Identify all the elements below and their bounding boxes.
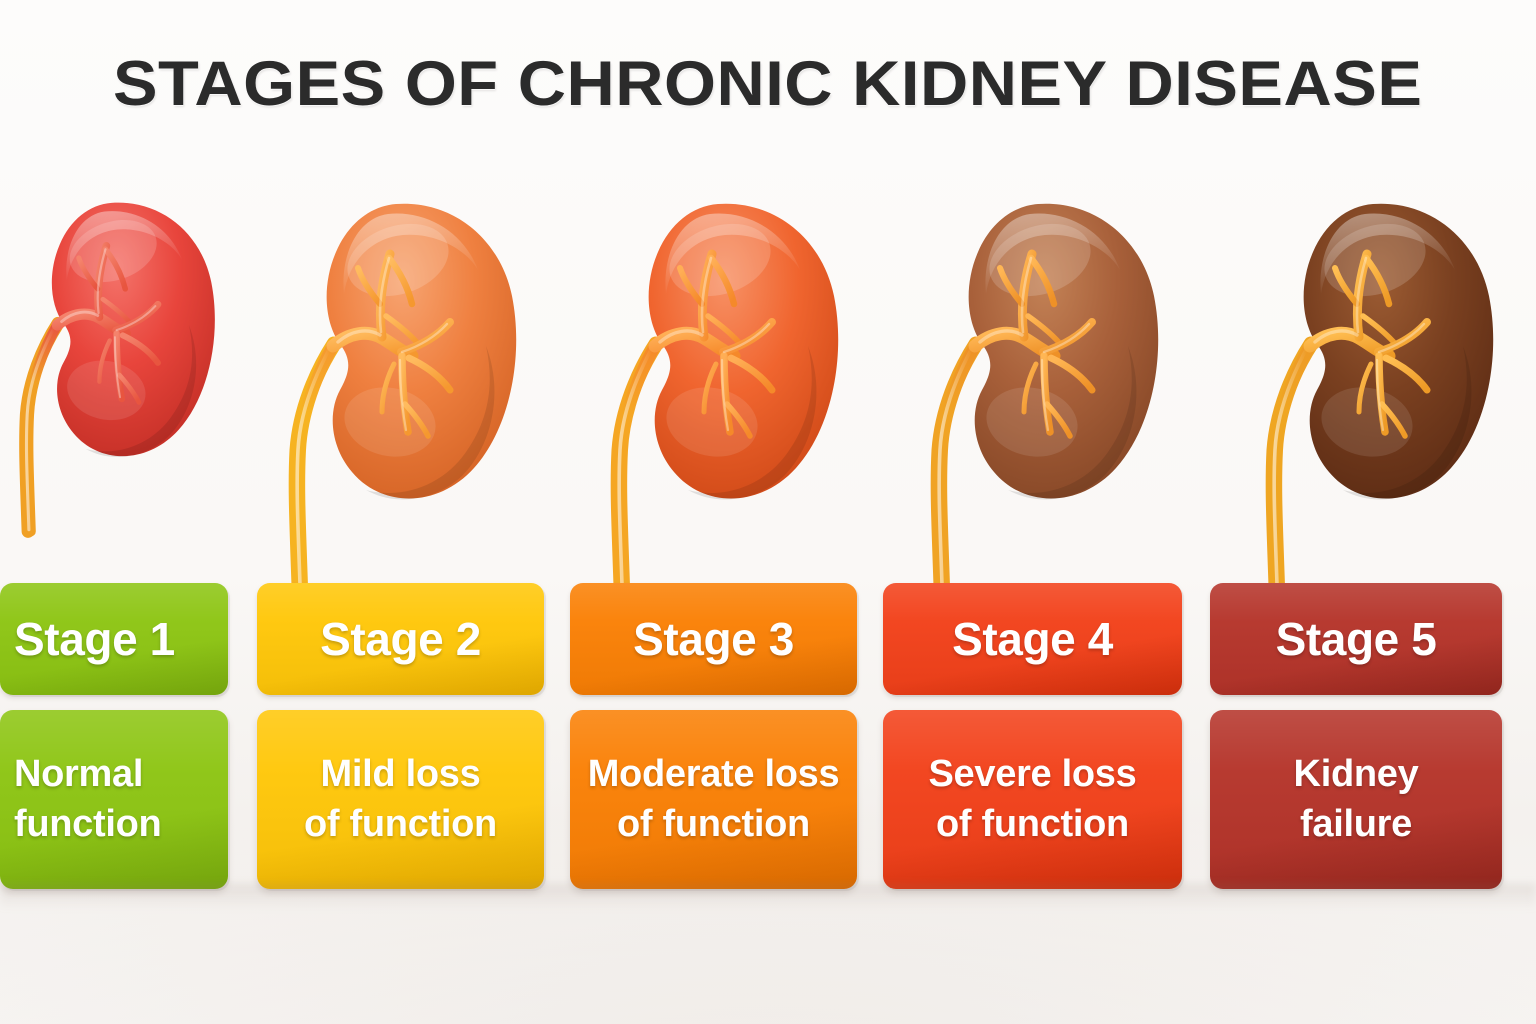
stage-title-text-2: Stage 2 [320,613,481,665]
renal-vessels [326,249,454,439]
renal-vessels [51,242,162,405]
stage-title-text-4: Stage 4 [952,613,1113,665]
kidney-body [648,203,839,499]
stage-description-text-3: Moderate loss of function [570,750,857,849]
stage-title-card-3[interactable]: Stage 3 [570,583,857,695]
stage-description-line-1: Severe loss [928,753,1137,796]
stage-description-card-4[interactable]: Severe loss of function [883,710,1182,889]
stage-description-text-4: Severe loss of function [883,750,1182,849]
kidney-3 [600,196,850,596]
stage-description-card-3[interactable]: Moderate loss of function [570,710,857,889]
kidney-4 [920,196,1170,596]
stage-description-line-2: of function [936,802,1129,845]
kidney-illustration [930,203,1159,594]
stage-column-5: Stage 5 Kidney failure [1210,0,1502,1024]
kidney-illustration [1265,203,1494,594]
kidney-2 [278,196,528,596]
renal-vessels [968,249,1096,439]
stage-description-line-2: failure [1300,802,1412,845]
stage-title-text-5: Stage 5 [1275,613,1437,665]
kidney-body [968,203,1159,499]
stage-column-4: Stage 4 Severe loss of function [883,0,1182,1024]
stage-description-line-1: Normal [14,753,144,796]
stage-description-line-1: Mild loss [320,753,481,796]
stage-title-card-2[interactable]: Stage 2 [257,583,544,695]
kidney-1 [10,196,225,596]
stage-column-3: Stage 3 Moderate loss of function [570,0,857,1024]
stage-description-line-2: of function [617,802,810,845]
stage-column-2: Stage 2 Mild loss of function [257,0,544,1024]
stage-title-text-1: Stage 1 [14,613,175,665]
stage-title-card-1[interactable]: Stage 1 [0,583,228,695]
kidney-body [1303,203,1494,499]
stage-description-card-2[interactable]: Mild loss of function [257,710,544,889]
stage-description-line-1: Kidney [1293,753,1419,796]
stage-description-card-5[interactable]: Kidney failure [1210,710,1502,889]
stage-description-text-5: Kidney failure [1210,750,1502,849]
kidney-5 [1255,196,1505,596]
stage-title-card-5[interactable]: Stage 5 [1210,583,1502,695]
stage-column-1: Stage 1 Normal function [0,0,228,1024]
stage-description-line-1: Moderate loss [587,753,840,796]
renal-vessels [648,249,776,439]
renal-vessels [1303,249,1431,439]
stage-description-card-1[interactable]: Normal function [0,710,228,889]
kidney-illustration [288,203,517,594]
stage-title-text-3: Stage 3 [633,613,794,665]
kidney-body [51,202,215,457]
stage-description-line-2: of function [304,802,497,845]
kidney-body [326,203,517,499]
stage-description-line-2: function [14,802,162,845]
stage-description-text-2: Mild loss of function [257,750,544,849]
stage-description-text-1: Normal function [0,750,228,849]
stage-title-card-4[interactable]: Stage 4 [883,583,1182,695]
kidney-illustration [610,203,839,594]
kidney-illustration [19,202,215,538]
